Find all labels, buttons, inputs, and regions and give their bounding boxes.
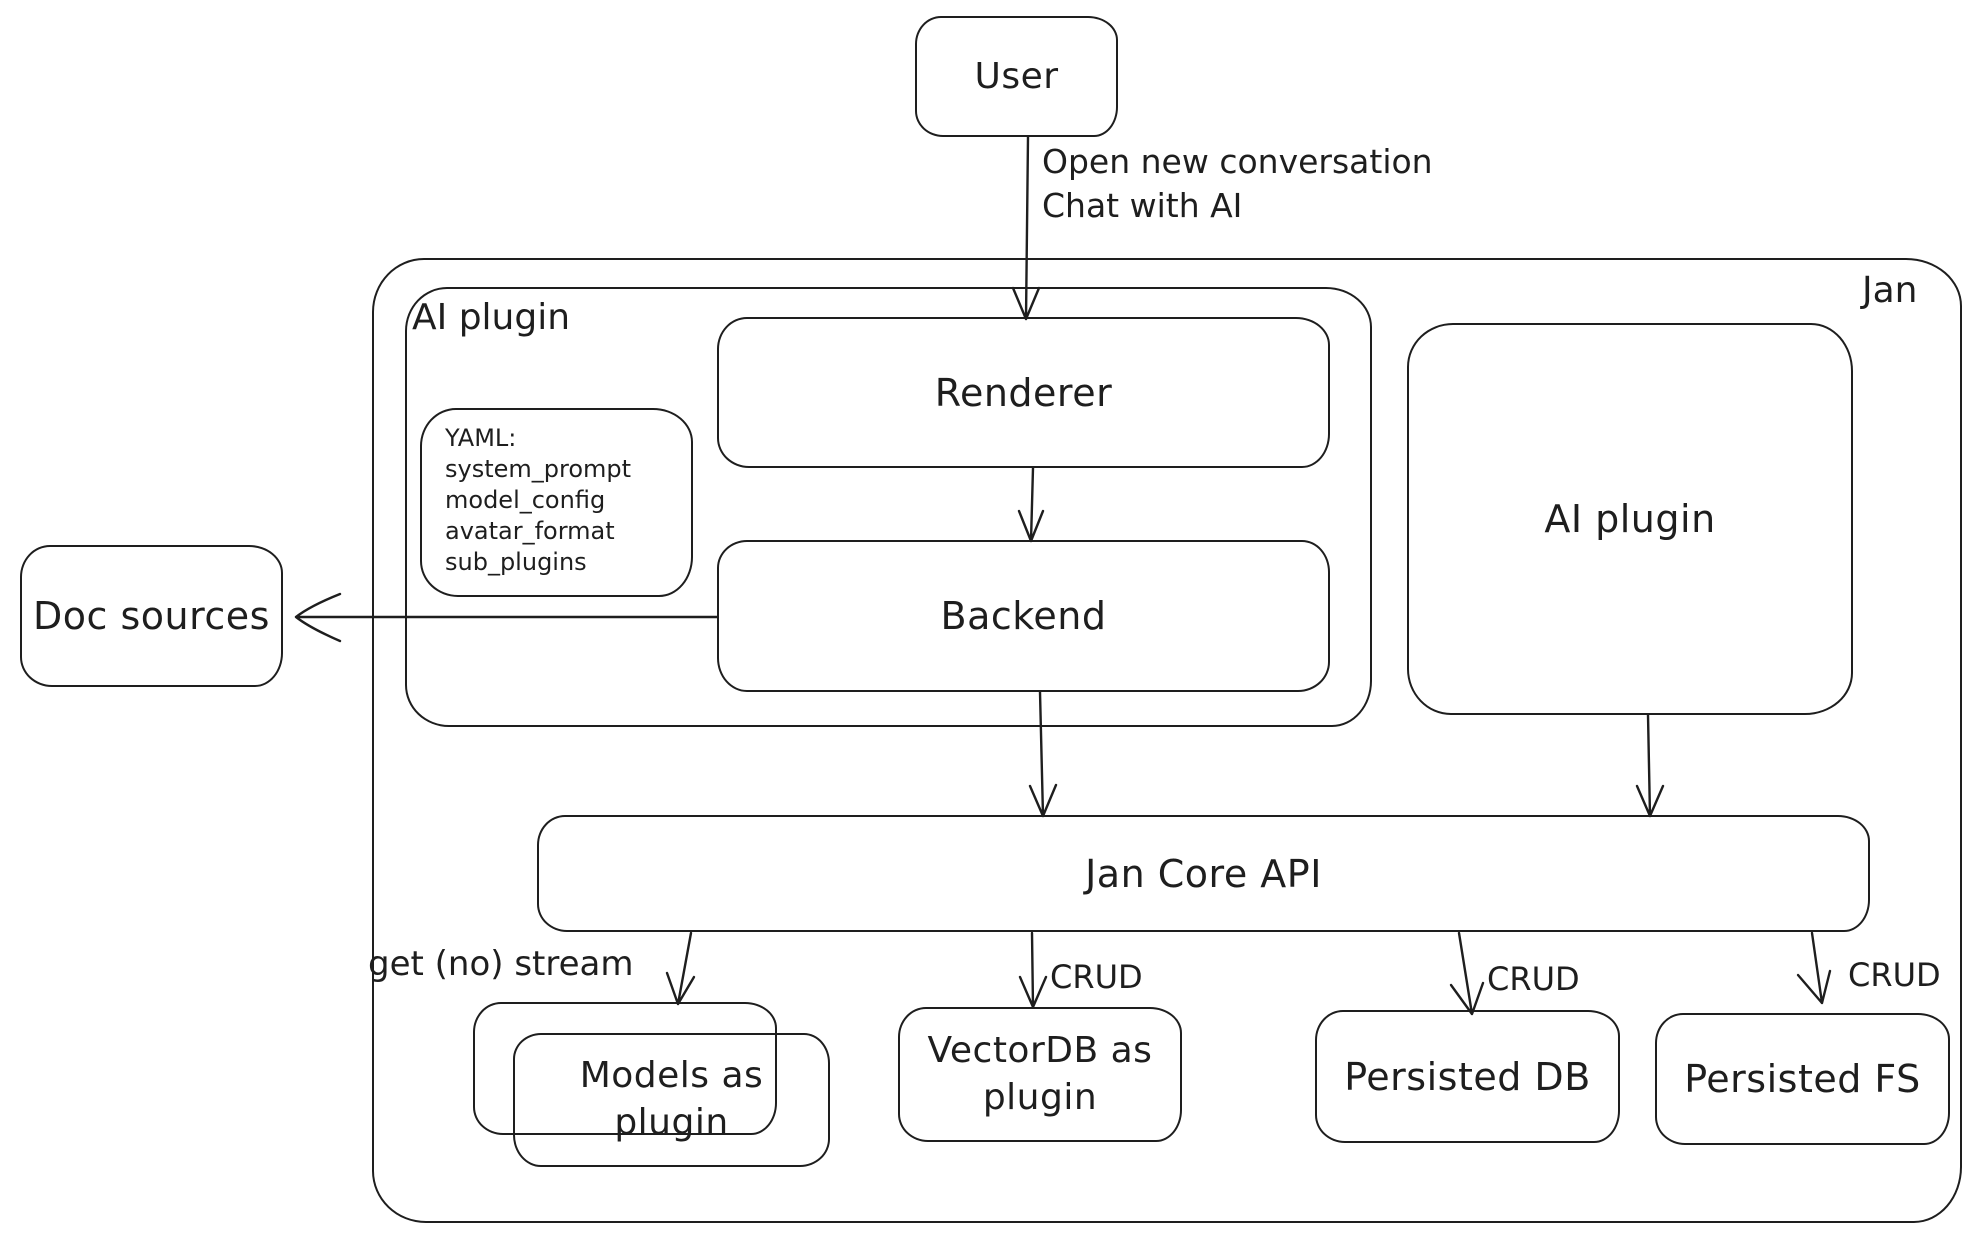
edge-label-crud-vectordb: CRUD [1050,958,1143,996]
node-jan-core-api: Jan Core API [537,815,1870,932]
node-backend: Backend [717,540,1330,692]
jan-container-label: Jan [1862,270,1918,311]
node-persisted-fs: Persisted FS [1655,1013,1950,1145]
edge-label-user-to-renderer: Open new conversation Chat with AI [1042,140,1433,228]
node-models-plugin-back [473,1002,777,1135]
edge-label-get-no-stream: get (no) stream [368,944,634,984]
node-user-label: User [974,56,1059,97]
yaml-line: sub_plugins [445,548,587,576]
node-models-plugin-label: Models as plugin [579,1055,764,1143]
edge-label-line: Open new conversation [1042,142,1433,181]
yaml-line: avatar_format [445,517,615,545]
edge-label-crud-persisted-fs: CRUD [1848,956,1941,994]
node-user: User [915,16,1118,137]
node-yaml-note: YAML: system_prompt model_config avatar_… [420,408,693,597]
node-persisted-db: Persisted DB [1315,1010,1620,1143]
node-persisted-db-label: Persisted DB [1344,1054,1591,1099]
yaml-line: YAML: [445,424,517,452]
node-models-plugin: Models as plugin [513,1033,830,1167]
yaml-line: system_prompt [445,455,632,483]
ai-plugin-left-container [405,287,1372,727]
ai-plugin-left-label: AI plugin [412,297,571,338]
node-vectordb-plugin-label: VectorDB as plugin [927,1029,1153,1118]
edge-label-line: Chat with AI [1042,186,1243,225]
node-jan-core-api-label: Jan Core API [1085,851,1322,896]
edge-label-crud-persisted-db: CRUD [1487,960,1580,998]
jan-container-box [372,258,1962,1223]
node-doc-sources-label: Doc sources [33,594,270,638]
node-renderer-label: Renderer [934,370,1113,415]
yaml-line: model_config [445,486,606,514]
node-doc-sources: Doc sources [20,545,283,687]
node-vectordb-plugin: VectorDB as plugin [898,1007,1182,1142]
node-persisted-fs-label: Persisted FS [1684,1057,1921,1101]
node-backend-label: Backend [940,594,1107,638]
node-ai-plugin-right-label: AI plugin [1544,497,1716,541]
node-ai-plugin-right: AI plugin [1407,323,1853,715]
node-renderer: Renderer [717,317,1330,468]
